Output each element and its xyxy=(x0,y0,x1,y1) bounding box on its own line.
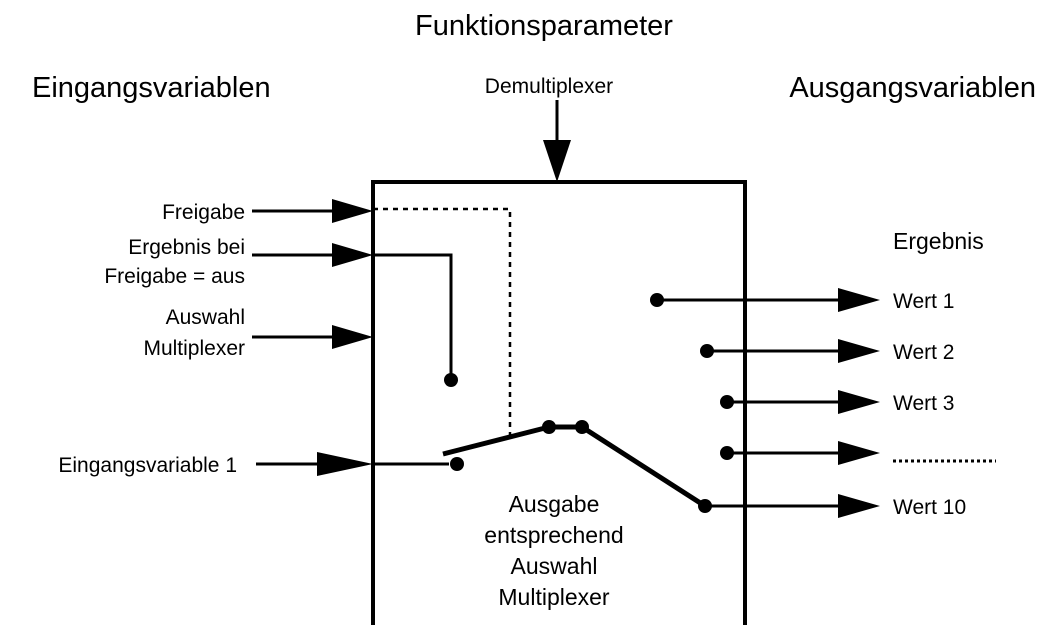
ergebnis-contact-node xyxy=(444,373,458,387)
input-freigabe-arrow xyxy=(332,199,373,223)
input-ergebnis-arrow xyxy=(332,243,373,267)
output-10-arrow xyxy=(838,494,880,518)
input-eingangsvariable-arrow xyxy=(317,452,373,476)
switch-lever-left xyxy=(442,424,550,457)
output-variables-heading: Ausgangsvariablen xyxy=(789,72,1036,104)
input-auswahl-label-1: Auswahl xyxy=(166,306,245,329)
output-2-arrow xyxy=(838,339,880,363)
block-description-1: Ausgabe xyxy=(509,491,600,517)
switch-pivot-node-left xyxy=(542,420,556,434)
freigabe-dashed-path xyxy=(373,207,512,436)
switch-pivot-node-right xyxy=(575,420,589,434)
function-block xyxy=(371,180,747,625)
input-variables-heading: Eingangsvariablen xyxy=(32,72,271,104)
output-2-label: Wert 2 xyxy=(893,341,954,364)
input-freigabe-label: Freigabe xyxy=(162,201,245,224)
input-auswahl-label-2: Multiplexer xyxy=(143,337,245,360)
input-eingangsvariable-label: Eingangsvariable 1 xyxy=(58,454,237,477)
block-description-2: entsprechend xyxy=(484,522,623,548)
output-3-arrow xyxy=(838,390,880,414)
parameter-arrow-head xyxy=(543,140,571,182)
input-auswahl-arrow xyxy=(332,325,373,349)
output-1-arrow xyxy=(838,288,880,312)
block-description-4: Multiplexer xyxy=(498,584,610,610)
function-parameter-title: Funktionsparameter xyxy=(415,10,673,42)
demultiplexer-label: Demultiplexer xyxy=(485,75,613,98)
output-heading: Ergebnis xyxy=(893,228,984,254)
switch-input-node xyxy=(450,457,464,471)
output-1-label: Wert 1 xyxy=(893,290,954,313)
output-3-label: Wert 3 xyxy=(893,392,954,415)
switch-lever-right xyxy=(580,424,707,509)
ergebnis-internal-wire xyxy=(373,253,453,380)
input-ergebnis-label-1: Ergebnis bei xyxy=(128,236,245,259)
output-4-arrow xyxy=(838,441,880,465)
output-10-label: Wert 10 xyxy=(893,496,966,519)
input-ergebnis-label-2: Freigabe = aus xyxy=(104,265,245,288)
block-description-3: Auswahl xyxy=(511,553,598,579)
